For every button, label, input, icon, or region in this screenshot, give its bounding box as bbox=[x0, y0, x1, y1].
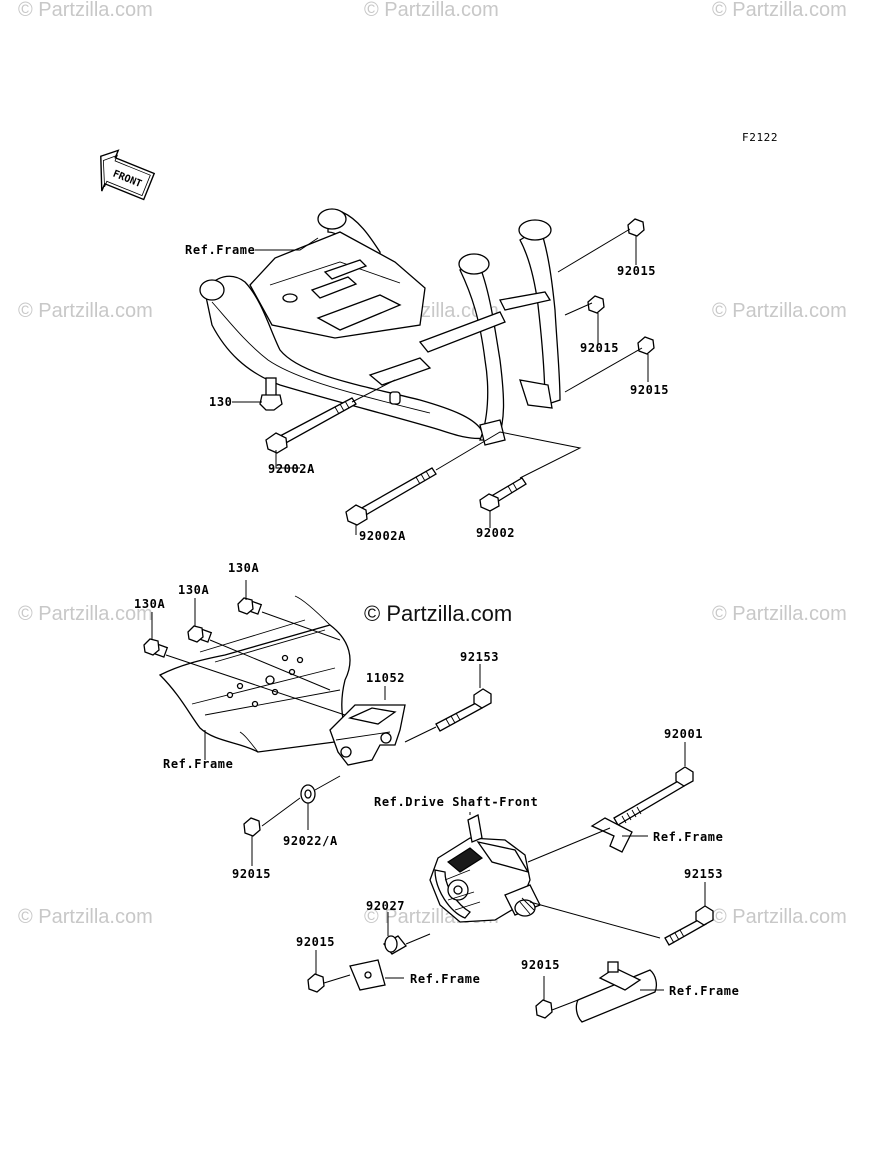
label-ref-frame-right: Ref.Frame bbox=[653, 830, 723, 844]
label-92015: 92015 bbox=[617, 264, 656, 278]
bolt-92002 bbox=[479, 477, 527, 512]
nut-92015-d bbox=[243, 817, 261, 837]
watermark-text: © Partzilla.com bbox=[712, 906, 847, 928]
ref-frame-bracket-bottom-left bbox=[349, 959, 404, 991]
label-ref-frame-mid: Ref.Frame bbox=[163, 757, 233, 771]
label-92002: 92002 bbox=[476, 526, 515, 540]
watermark-text: © Partzilla.com bbox=[712, 300, 847, 322]
label-92015: 92015 bbox=[232, 867, 271, 881]
bolt-92153-lower bbox=[664, 882, 714, 946]
label-92002A: 92002A bbox=[359, 529, 406, 543]
label-92015: 92015 bbox=[521, 958, 560, 972]
figure-code: F2122 bbox=[742, 131, 778, 144]
bolt-130A-3 bbox=[143, 638, 169, 658]
ref-frame-bracket-bottom-right bbox=[575, 961, 664, 1023]
frame-section bbox=[143, 580, 351, 760]
label-130A: 130A bbox=[134, 597, 165, 611]
label-92015: 92015 bbox=[296, 935, 335, 949]
label-130A: 130A bbox=[178, 583, 209, 597]
bolt-92002A-lower bbox=[345, 467, 437, 526]
bolt-92002A-left bbox=[265, 397, 357, 454]
upper-guard-assembly bbox=[199, 208, 655, 535]
bolt-92153-mid bbox=[404, 664, 492, 743]
watermark-text: © Partzilla.com bbox=[18, 0, 153, 21]
watermark-text: © Partzilla.com bbox=[712, 0, 847, 21]
nut-92015-c bbox=[637, 336, 655, 355]
label-92027: 92027 bbox=[366, 899, 405, 913]
label-92153: 92153 bbox=[460, 650, 499, 664]
label-130A: 130A bbox=[228, 561, 259, 575]
bolt-130A-1 bbox=[237, 597, 263, 615]
watermark-text: © Partzilla.com bbox=[364, 0, 499, 21]
watermark-text: © Partzilla.com bbox=[18, 906, 153, 928]
label-ref-frame-right: Ref.Frame bbox=[669, 984, 739, 998]
label-92015: 92015 bbox=[630, 383, 669, 397]
ref-frame-bracket-right-upper bbox=[590, 817, 648, 853]
label-11052: 11052 bbox=[366, 671, 405, 685]
nut-92015-e bbox=[307, 973, 325, 993]
nut-92015-b bbox=[587, 295, 605, 314]
front-final-drive bbox=[429, 812, 661, 939]
watermark-text: © Partzilla.com bbox=[18, 603, 153, 625]
label-92001: 92001 bbox=[664, 727, 703, 741]
bolt-130A-2 bbox=[187, 625, 213, 643]
label-92153: 92153 bbox=[684, 867, 723, 881]
watermark-text: © Partzilla.com bbox=[712, 603, 847, 625]
watermark-center: © Partzilla.com bbox=[364, 601, 512, 626]
nut-92015-f bbox=[535, 999, 553, 1019]
bracket-11052 bbox=[329, 686, 406, 766]
label-92015: 92015 bbox=[580, 341, 619, 355]
nut-92015-a bbox=[627, 218, 645, 237]
label-92022A: 92022/A bbox=[283, 834, 338, 848]
watermark-text: © Partzilla.com bbox=[18, 300, 153, 322]
front-arrow-icon: FRONT bbox=[100, 149, 156, 201]
label-ref-frame-bottom: Ref.Frame bbox=[410, 972, 480, 986]
bolt-130 bbox=[259, 377, 283, 411]
label-92002A: 92002A bbox=[268, 462, 315, 476]
collar-92027 bbox=[383, 912, 431, 955]
label-ref-frame-top: Ref.Frame bbox=[185, 243, 255, 257]
watermarks: © Partzilla.com © Partzilla.com © Partzi… bbox=[18, 0, 847, 928]
label-ref-drive-shaft-front: Ref.Drive Shaft-Front bbox=[374, 795, 538, 809]
label-130: 130 bbox=[209, 395, 232, 409]
washer-92022A bbox=[261, 775, 341, 830]
bolt-92001 bbox=[613, 742, 694, 826]
part-labels: Ref.Frame 130 92002A 92002A 92002 92015 … bbox=[134, 243, 739, 998]
